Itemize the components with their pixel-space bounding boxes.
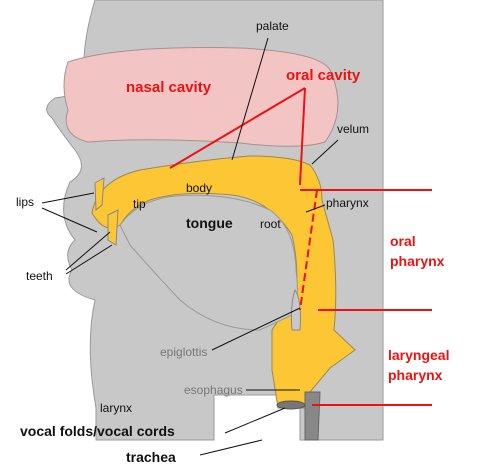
- body-label: body: [186, 181, 212, 195]
- nasal-cavity-region: [64, 48, 338, 147]
- oral-pharynx-label-line1: oral: [390, 233, 416, 249]
- esophagus-shape: [305, 392, 320, 440]
- epiglottis-label: epiglottis: [160, 345, 207, 359]
- esophagus-label: esophagus: [184, 383, 243, 397]
- vocal-folds-shape: [277, 401, 305, 409]
- laryngeal-pharynx-label-line1: laryngeal: [388, 347, 449, 363]
- oral-pharynx-label-line2: pharynx: [390, 253, 445, 269]
- larynx-label: larynx: [100, 401, 132, 415]
- lips-label: lips: [16, 195, 34, 209]
- tongue-label: tongue: [186, 215, 233, 231]
- palate-label: palate: [256, 19, 289, 33]
- laryngeal-pharynx-label-line2: pharynx: [388, 367, 443, 383]
- trachea-label: trachea: [126, 449, 176, 465]
- velum-label: velum: [337, 122, 369, 136]
- oral-cavity-label: oral cavity: [286, 67, 361, 84]
- nasal-cavity-label: nasal cavity: [126, 79, 212, 96]
- pharynx-label: pharynx: [326, 196, 369, 210]
- lower-tooth: [108, 210, 118, 245]
- teeth-label: teeth: [26, 269, 53, 283]
- root-label: root: [260, 217, 281, 231]
- vocal-folds-label: vocal folds/vocal cords: [20, 423, 175, 439]
- tip-label: tip: [133, 197, 146, 211]
